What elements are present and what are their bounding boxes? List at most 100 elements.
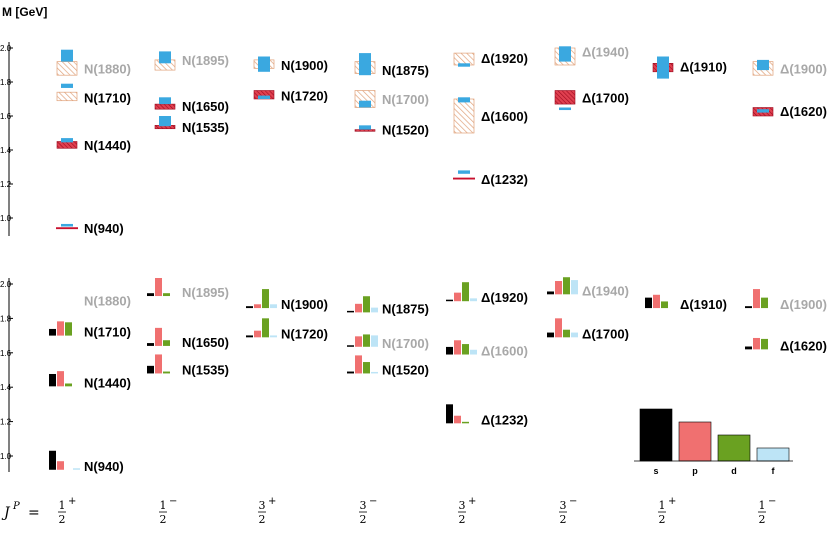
composition-bar-s	[745, 346, 752, 350]
lattice-mark	[359, 53, 371, 76]
jp-numerator: 1	[659, 499, 666, 512]
composition-bar-s	[446, 404, 453, 424]
bottom-state-label: Δ(1620)	[780, 338, 827, 353]
lattice-mark	[757, 109, 769, 113]
composition-bar-p	[155, 354, 162, 374]
composition-bar-s	[147, 365, 154, 374]
top-state-label: N(1700)	[382, 92, 429, 107]
lattice-mark	[458, 63, 470, 67]
top-tick-label: 1.8	[0, 78, 12, 87]
bottom-state-label: N(1900)	[281, 297, 328, 312]
composition-bar-s	[49, 373, 56, 387]
bottom-state-label: N(1880)	[84, 294, 131, 309]
lattice-mark	[159, 97, 171, 105]
bottom-state-label: N(1535)	[182, 362, 229, 377]
composition-bar-p	[454, 340, 461, 355]
jp-numerator: 1	[160, 499, 167, 512]
lattice-mark	[559, 46, 571, 62]
composition-bar-s	[645, 297, 652, 309]
legend-bar-s	[639, 408, 673, 462]
jp-parity: +	[268, 496, 276, 507]
lattice-mark	[559, 107, 571, 111]
jp-denominator: 2	[560, 513, 567, 526]
jp-parity: +	[668, 496, 676, 507]
bottom-panel: 1.01.21.41.61.82.0N(1880)N(1710)N(1440)N…	[0, 277, 827, 474]
legend-bar-p	[678, 421, 712, 462]
experiment-mark	[453, 52, 475, 66]
jp-denominator: 2	[160, 513, 167, 526]
legend-bar-f	[756, 447, 790, 462]
lattice-mark	[159, 116, 171, 127]
top-state-label: Δ(1940)	[582, 44, 629, 59]
composition-bar-s	[547, 332, 554, 338]
lattice-mark	[61, 83, 73, 88]
top-tick-label: 1.4	[0, 146, 12, 155]
composition-bar-p	[555, 318, 562, 338]
jp-denominator: 2	[259, 513, 266, 526]
bottom-tick-label: 1.2	[0, 418, 12, 427]
lattice-mark	[61, 49, 73, 62]
jp-parity: +	[68, 496, 76, 507]
composition-bar-p	[753, 337, 760, 350]
jp-equals: =	[28, 505, 40, 521]
jp-denominator: 2	[659, 513, 666, 526]
bottom-state-label: Δ(1700)	[582, 326, 629, 341]
composition-bar-d	[363, 334, 370, 347]
experiment-mark	[154, 103, 176, 110]
legend-label: d	[731, 466, 737, 476]
composition-bar-f	[270, 304, 277, 309]
lattice-mark	[359, 100, 371, 108]
top-state-label: Δ(1600)	[481, 109, 528, 124]
composition-bar-d	[563, 277, 570, 295]
jp-numerator: 1	[59, 499, 66, 512]
composition-bar-d	[363, 296, 370, 313]
top-panel: 1.01.21.41.61.82.0N(1880)N(1710)N(1440)N…	[0, 42, 827, 236]
bottom-tick-label: 1.0	[0, 452, 12, 461]
composition-bar-d	[163, 340, 170, 346]
bottom-tick-label: 2.0	[0, 280, 12, 289]
composition-bar-p	[57, 371, 64, 387]
composition-bar-f	[470, 298, 477, 302]
top-state-label: Δ(1232)	[481, 172, 528, 187]
jp-parity: −	[569, 496, 577, 507]
lattice-mark	[61, 223, 73, 227]
jp-denominator: 2	[759, 513, 766, 526]
composition-bar-f	[571, 280, 578, 295]
jp-numerator: 3	[259, 499, 266, 512]
jp-denominator: 2	[459, 513, 466, 526]
top-state-label: Δ(1700)	[582, 90, 629, 105]
composition-bar-p	[454, 292, 461, 302]
lattice-mark	[458, 170, 470, 174]
composition-bar-d	[563, 329, 570, 338]
bottom-state-label: N(1650)	[182, 335, 229, 350]
jp-superscript: P	[12, 501, 20, 512]
composition-bar-s	[49, 328, 56, 336]
composition-bar-s	[547, 291, 554, 295]
bottom-state-label: Δ(1920)	[481, 290, 528, 305]
composition-bar-p	[57, 461, 64, 470]
top-state-label: Δ(1620)	[780, 104, 827, 119]
composition-bar-p	[355, 336, 362, 347]
legend-bar-d	[717, 434, 751, 462]
top-state-label: N(1650)	[182, 99, 229, 114]
top-state-label: Δ(1920)	[481, 51, 528, 66]
bottom-tick-label: 1.8	[0, 314, 12, 323]
composition-bar-p	[653, 294, 660, 309]
jp-numerator: 3	[360, 499, 367, 512]
composition-bar-d	[163, 371, 170, 374]
bottom-state-label: Δ(1940)	[582, 283, 629, 298]
top-state-label: N(1520)	[382, 123, 429, 138]
composition-bar-s	[446, 299, 453, 302]
jp-parity: −	[369, 496, 377, 507]
composition-bar-p	[753, 289, 760, 309]
composition-bar-p	[454, 415, 461, 424]
composition-bar-f	[270, 335, 277, 338]
composition-bar-s	[347, 371, 354, 374]
composition-bar-s	[347, 345, 354, 347]
composition-bar-d	[363, 362, 370, 374]
composition-bar-d	[163, 293, 170, 297]
experiment-mark	[354, 129, 376, 132]
bottom-state-label: N(940)	[84, 459, 124, 474]
top-tick-label: 1.6	[0, 112, 12, 121]
